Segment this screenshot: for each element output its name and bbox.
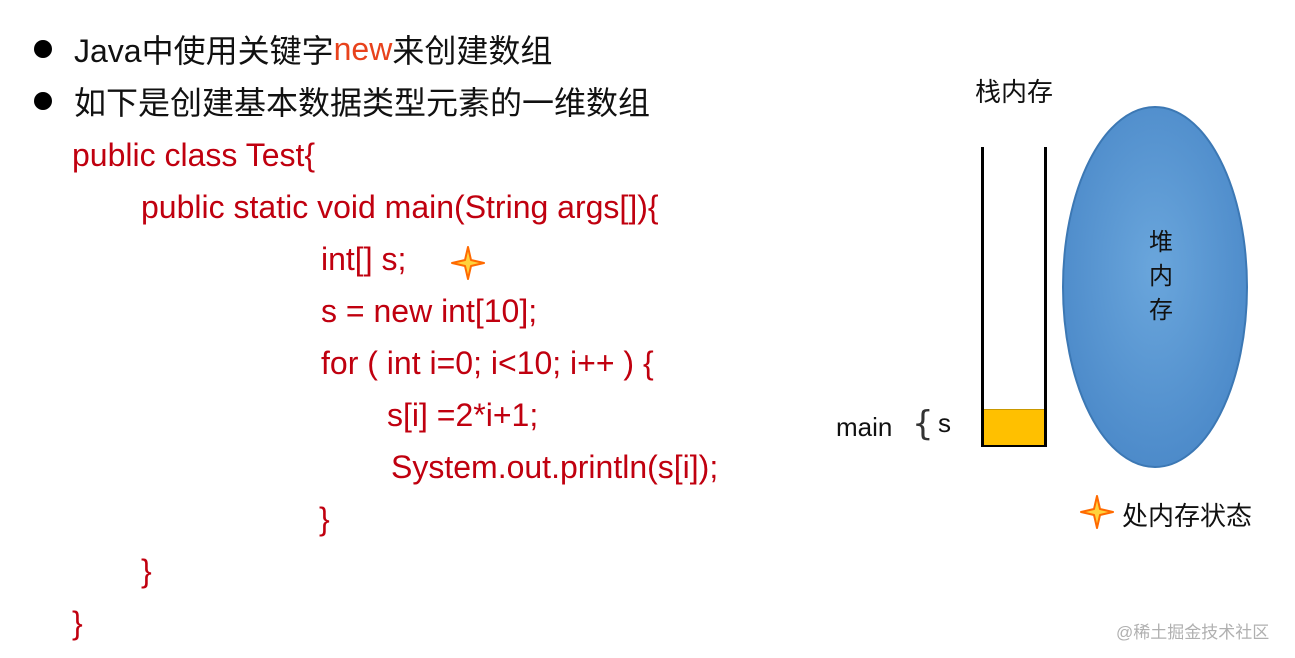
variable-label-s: s — [938, 408, 951, 438]
bullet-2-text: 如下是创建基本数据类型元素的一维数组 — [74, 85, 651, 121]
stack-slot-s — [984, 409, 1044, 445]
heap-memory-ellipse — [1062, 106, 1248, 468]
bullet-1-before: Java中使用关键字 — [74, 33, 334, 69]
bullet-line-2: 如下是创建基本数据类型元素的一维数组 — [34, 78, 650, 124]
watermark: @稀土掘金技术社区 — [1116, 623, 1270, 642]
code-line-10: } — [72, 605, 83, 641]
code-line-4: s = new int[10]; — [321, 293, 538, 329]
star-marker-icon — [451, 246, 485, 280]
stack-right-wall — [1044, 147, 1047, 447]
code-line-5: for ( int i=0; i<10; i++ ) { — [321, 345, 654, 381]
stack-memory-title: 栈内存 — [975, 77, 1054, 107]
bullet-1-after: 来创建数组 — [392, 33, 553, 69]
stack-left-wall — [981, 147, 984, 447]
code-line-9: } — [141, 553, 152, 589]
frame-brace: { — [912, 404, 934, 444]
heap-memory-label: 堆 内 存 — [1149, 229, 1173, 324]
legend-text: 处内存状态 — [1122, 501, 1253, 531]
code-line-3: int[] s; — [321, 241, 407, 277]
legend-star-icon — [1080, 495, 1114, 529]
code-line-6: s[i] =2*i+1; — [387, 397, 539, 433]
bullet-1-keyword: new — [333, 30, 393, 67]
frame-label-main: main — [836, 412, 893, 442]
stack-bottom — [981, 444, 1047, 447]
code-line-1: public class Test{ — [72, 137, 316, 173]
bullet-dot — [34, 40, 52, 58]
code-line-7: System.out.println(s[i]); — [391, 449, 719, 485]
bullet-dot — [34, 92, 52, 110]
code-line-8: } — [319, 501, 330, 537]
code-line-2: public static void main(String args[]){ — [141, 189, 659, 225]
